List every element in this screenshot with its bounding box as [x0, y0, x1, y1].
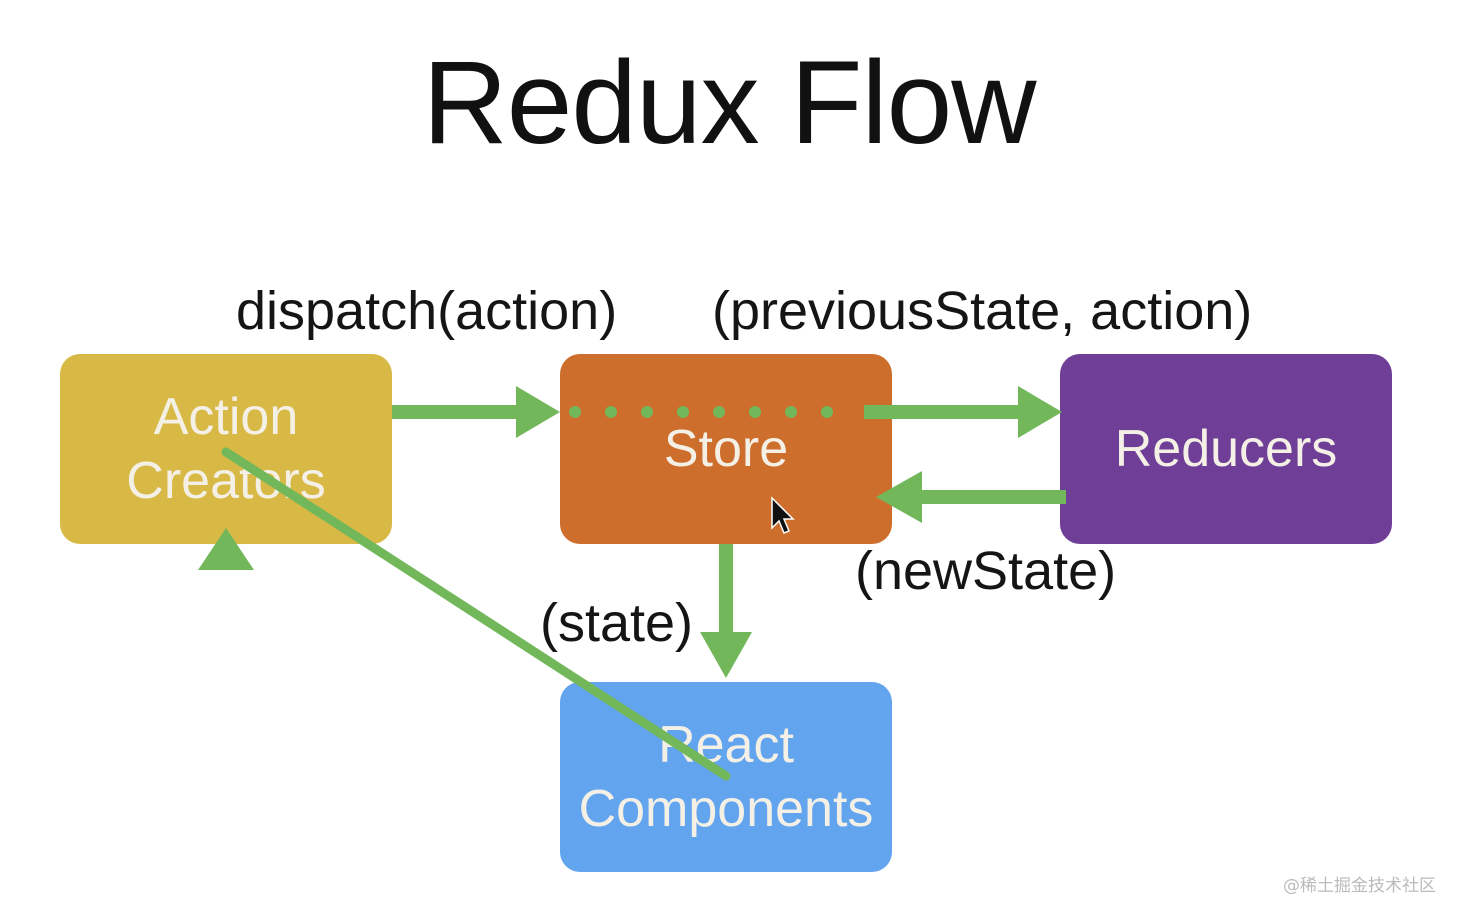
- reducers-node: Reducers: [1060, 354, 1392, 544]
- new-state-label: (newState): [855, 541, 1117, 601]
- state-label: (state): [540, 593, 694, 653]
- react-components-line2: Components: [578, 780, 874, 838]
- action-creators-line2: Creators: [126, 452, 326, 510]
- react-components-line1: React: [658, 716, 794, 774]
- dispatch-label: dispatch(action): [236, 281, 618, 341]
- reducers-label: Reducers: [1114, 420, 1338, 478]
- previous-state-label: (previousState, action): [712, 281, 1253, 341]
- react-components-node: React Components: [560, 682, 892, 872]
- action-creators-node: Action Creators: [60, 354, 392, 544]
- dispatch-arrow: [392, 386, 560, 438]
- previous-state-arrow: [864, 386, 1062, 438]
- store-label: Store: [663, 420, 789, 478]
- action-creators-line1: Action: [153, 388, 299, 446]
- store-node: Store: [560, 354, 892, 544]
- new-state-arrow: [876, 471, 1066, 523]
- diagram-title: Redux Flow: [422, 37, 1036, 169]
- watermark: @稀土掘金技术社区: [1283, 876, 1436, 896]
- state-arrow: [700, 544, 752, 678]
